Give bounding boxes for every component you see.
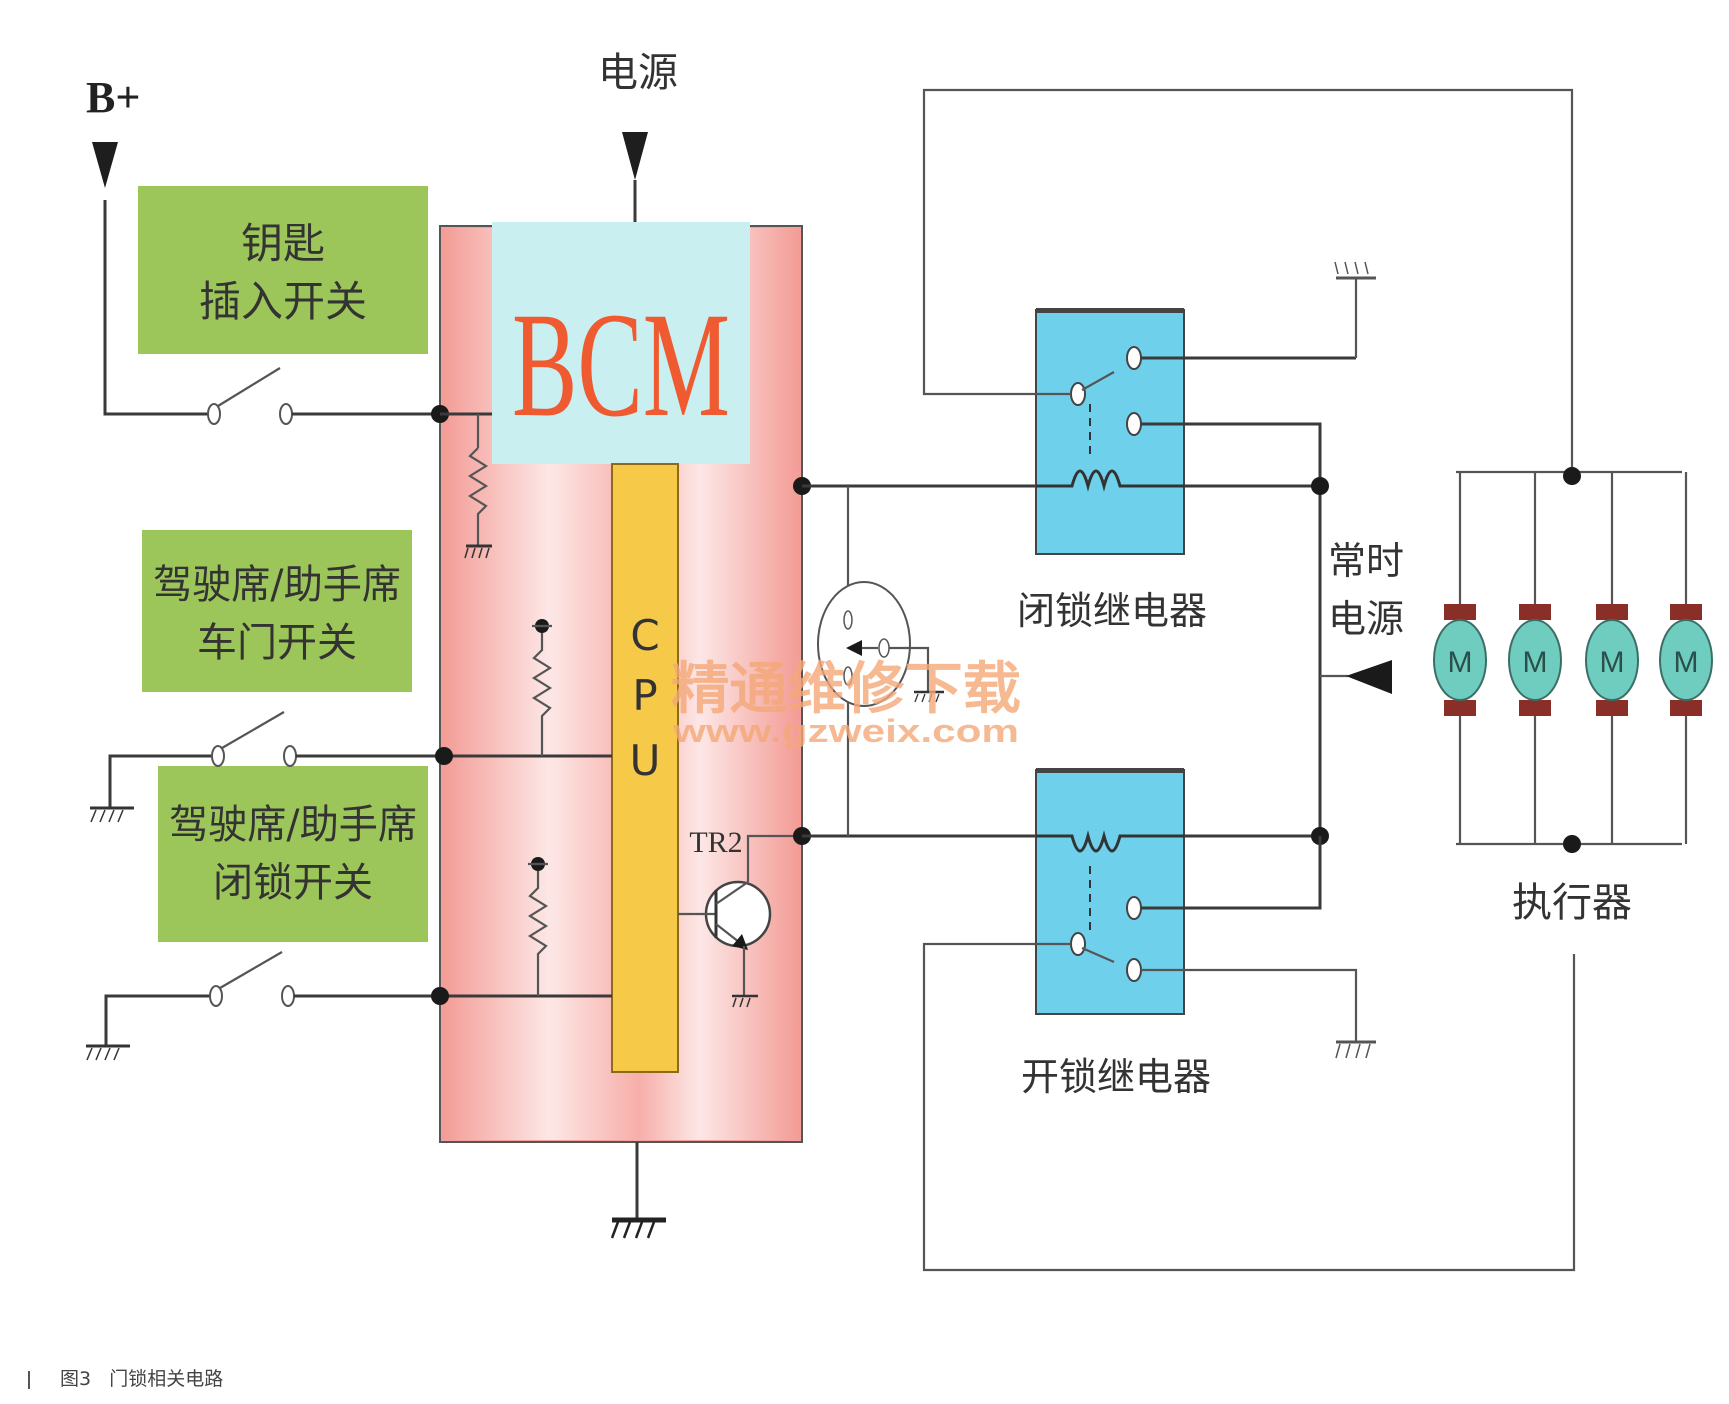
motor-letter: M	[1674, 646, 1699, 679]
key-switch-line1: 钥匙	[241, 219, 325, 268]
cpu-letter-p: P	[632, 671, 657, 720]
motor-icon: M	[1585, 472, 1639, 844]
battery-label: B+	[86, 73, 140, 122]
bcm-module: BCM C P U	[439, 222, 803, 1143]
lock-switch	[86, 857, 612, 1061]
key-insert-switch	[103, 200, 492, 559]
cpu-letter-u: U	[630, 736, 661, 785]
key-switch-box: 钥匙 插入开关	[138, 186, 428, 354]
motor-icon: M	[1508, 472, 1562, 844]
motor-letter: M	[1523, 646, 1548, 679]
motor-letter: M	[1448, 646, 1473, 679]
transistor-tr2: TR2	[678, 826, 802, 1008]
transistor-label: TR2	[689, 826, 742, 859]
unlock-relay: 开锁继电器	[1021, 768, 1211, 1099]
door-switch-box: 驾驶席/助手席 车门开关	[142, 530, 412, 692]
door-switch-line2: 车门开关	[197, 620, 357, 666]
unlock-relay-label: 开锁继电器	[1021, 1055, 1211, 1099]
constant-power-terminal-icon	[1346, 660, 1392, 694]
lock-switch-box: 驾驶席/助手席 闭锁开关	[158, 766, 428, 942]
lock-relay: 闭锁继电器	[1017, 308, 1207, 633]
motor-icon: M	[1659, 472, 1713, 844]
bcm-ground	[610, 1142, 666, 1239]
caption-number: 图3	[60, 1368, 92, 1390]
key-cylinder-switch	[817, 581, 944, 707]
caption-bar	[28, 1370, 30, 1389]
actuator-label: 执行器	[1512, 880, 1632, 926]
motor-icon: M	[1433, 472, 1487, 844]
caption-title: 门锁相关电路	[109, 1368, 224, 1390]
constant-power-line1: 常时	[1328, 539, 1404, 583]
watermark-cn: 精通维修下载	[671, 657, 1021, 722]
lock-switch-line2: 闭锁开关	[213, 860, 373, 906]
supply-label: 电源	[598, 50, 678, 96]
door-switch	[90, 619, 612, 823]
motor-letter: M	[1600, 646, 1625, 679]
bcm-label-panel	[492, 222, 750, 464]
lock-relay-label: 闭锁继电器	[1017, 589, 1207, 633]
battery-terminal-icon	[92, 142, 118, 188]
watermark-url: www.gzweix.com	[672, 713, 1019, 749]
lock-switch-line1: 驾驶席/助手席	[169, 802, 417, 848]
figure-caption: 图3 门锁相关电路	[28, 1364, 223, 1391]
supply-terminal-icon	[622, 132, 648, 180]
key-switch-line2: 插入开关	[199, 277, 367, 326]
cpu-block	[611, 463, 679, 1073]
bcm-title: BCM	[512, 282, 730, 448]
door-switch-line1: 驾驶席/助手席	[153, 562, 401, 608]
constant-power-line2: 电源	[1328, 597, 1404, 641]
ground-icon	[1334, 261, 1369, 275]
cpu-letter-c: C	[630, 611, 659, 660]
